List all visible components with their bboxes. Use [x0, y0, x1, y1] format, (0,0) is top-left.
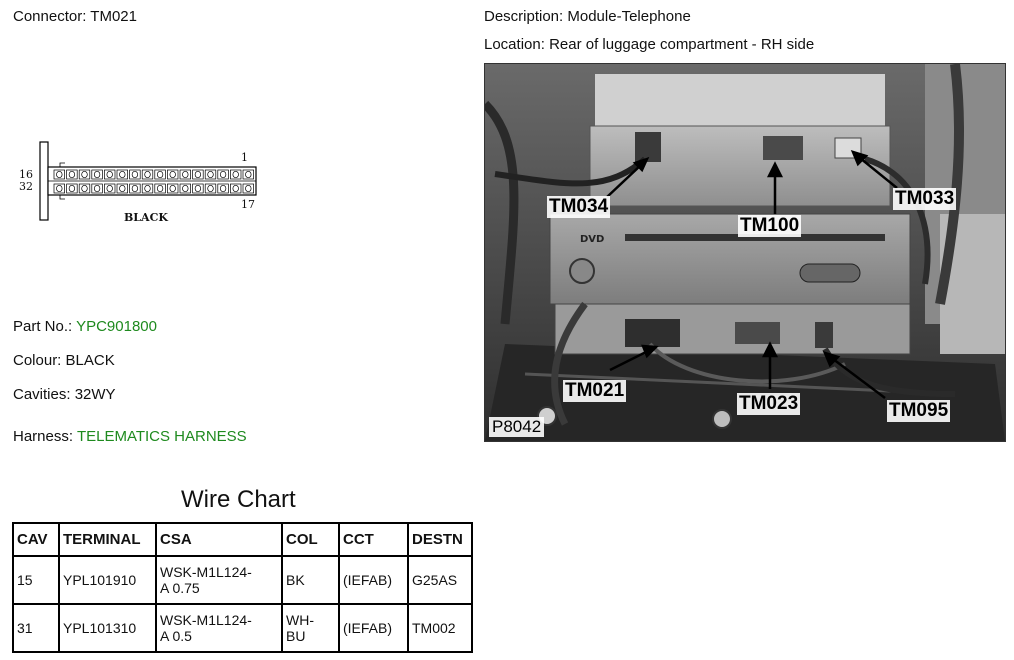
connector-pin [81, 170, 88, 179]
cell-csa: WSK-M1L124- A 0.5 [155, 603, 283, 653]
callout-tm095: TM095 [887, 400, 951, 422]
pin-label-17: 17 [241, 198, 255, 211]
connector-pin [131, 184, 139, 193]
connector-pin [169, 184, 176, 193]
connector-pin [169, 170, 176, 179]
cell-destn: G25AS [407, 555, 473, 605]
cell-terminal: YPL101910 [58, 555, 157, 605]
connector-pin [81, 184, 88, 193]
callout-tm023: TM023 [737, 393, 801, 415]
table-row: 31 YPL101310 WSK-M1L124- A 0.5 WH- BU (I… [12, 603, 473, 653]
header-destn: DESTN [407, 522, 473, 557]
table-row: 15 YPL101910 WSK-M1L124- A 0.75 BK (IEFA… [12, 555, 473, 605]
description-label: Description: [484, 8, 564, 25]
connector-pin [144, 184, 151, 193]
connector-pin [93, 170, 101, 179]
wire-chart-title: Wire Chart [181, 486, 296, 513]
location-line: Location: Rear of luggage compartment - … [484, 36, 814, 53]
connector-pin [207, 184, 214, 193]
cell-cct: (IEFAB) [338, 603, 409, 653]
connector-pin [194, 184, 202, 193]
connector-pin [144, 170, 151, 179]
connector-pin [219, 170, 227, 179]
connector-label: Connector: [13, 8, 87, 25]
diagram-colour-label: BLACK [124, 211, 168, 224]
description-line: Description: Module-Telephone [484, 8, 691, 25]
connector-pin [119, 170, 126, 179]
cell-csa: WSK-M1L124- A 0.75 [155, 555, 283, 605]
cavities-value: 32WY [74, 386, 116, 403]
callout-tm100: TM100 [738, 215, 802, 237]
connector-pin [245, 170, 252, 179]
cell-terminal: YPL101310 [58, 603, 157, 653]
connector-pin [68, 170, 76, 179]
colour-label: Colour: [13, 352, 62, 369]
pin-label-1: 1 [241, 151, 248, 164]
location-photo: DVD TM034 TM100 TM033 TM021 TM023 TM095 … [484, 63, 1006, 442]
harness-line: Harness: TELEMATICS HARNESS [13, 428, 247, 445]
colour-value: BLACK [65, 352, 115, 369]
cell-cav: 15 [12, 555, 60, 605]
photo-figure-id: P8042 [489, 417, 545, 437]
harness-label: Harness: [13, 428, 74, 445]
pin-label-16: 16 [19, 168, 33, 181]
description-value: Module-Telephone [567, 8, 691, 25]
wire-chart-table: CAV TERMINAL CSA COL CCT DESTN 15 YPL101… [12, 522, 473, 653]
header-cav: CAV [12, 522, 60, 557]
header-cct: CCT [338, 522, 409, 557]
colour-line: Colour: BLACK [13, 352, 115, 369]
svg-text:DVD: DVD [580, 234, 604, 245]
callout-tm033: TM033 [893, 188, 957, 210]
location-label: Location: [484, 36, 545, 53]
connector-pin [156, 184, 164, 193]
connector-diagram: 1 16 32 17 BLACK [14, 138, 264, 230]
connector-pin [194, 170, 202, 179]
callout-tm034: TM034 [547, 196, 611, 218]
connector-pin [182, 184, 189, 193]
connector-pin [156, 170, 164, 179]
connector-pin [232, 184, 239, 193]
part-no-link[interactable]: YPC901800 [76, 318, 157, 335]
connector-pin [182, 170, 189, 179]
cell-col: WH- BU [281, 603, 340, 653]
connector-pin [106, 170, 113, 179]
cell-cav: 31 [12, 603, 60, 653]
connector-pin [68, 184, 76, 193]
connector-pinout-drawing [39, 141, 257, 221]
connector-pin [119, 184, 126, 193]
connector-pin [207, 170, 214, 179]
connector-pin [131, 170, 139, 179]
cell-cct: (IEFAB) [338, 555, 409, 605]
connector-pin [245, 184, 252, 193]
pin-label-32: 32 [19, 180, 33, 193]
part-no-line: Part No.: YPC901800 [13, 318, 157, 335]
header-col: COL [281, 522, 340, 557]
cavities-line: Cavities: 32WY [13, 386, 116, 403]
cell-col: BK [281, 555, 340, 605]
connector-pin [106, 184, 113, 193]
part-no-label: Part No.: [13, 318, 73, 335]
connector-pin [232, 170, 239, 179]
connector-pin [93, 184, 101, 193]
connector-pin [56, 170, 63, 179]
header-csa: CSA [155, 522, 283, 557]
cavities-label: Cavities: [13, 386, 71, 403]
cell-destn: TM002 [407, 603, 473, 653]
connector-value: TM021 [90, 8, 137, 25]
callout-tm021: TM021 [563, 380, 627, 402]
harness-link[interactable]: TELEMATICS HARNESS [76, 428, 247, 445]
connector-line: Connector: TM021 [13, 8, 137, 25]
connector-pin [219, 184, 227, 193]
header-terminal: TERMINAL [58, 522, 157, 557]
connector-pin [56, 184, 63, 193]
table-header-row: CAV TERMINAL CSA COL CCT DESTN [12, 522, 473, 557]
location-value: Rear of luggage compartment - RH side [549, 36, 815, 53]
location-photo-drawing: DVD [485, 64, 1005, 441]
